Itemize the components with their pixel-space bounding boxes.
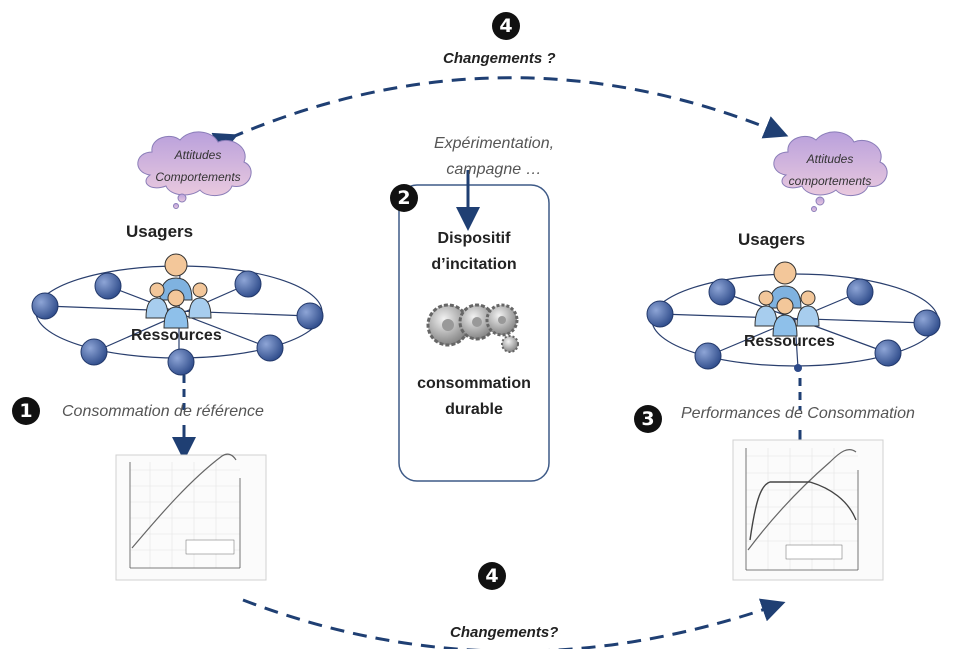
node — [913, 309, 941, 337]
box-line4: durable — [445, 401, 503, 418]
node — [167, 348, 195, 376]
step1-badge: 1 — [12, 397, 40, 425]
bottom-step-badge: 4 — [478, 562, 506, 590]
node — [646, 300, 674, 328]
left-cloud-text: Attitudes Comportements — [148, 144, 248, 188]
node — [708, 278, 736, 306]
left-people-icon — [145, 253, 212, 329]
step3-badge: 3 — [634, 405, 662, 433]
right-cloud-line2: comportements — [788, 174, 872, 188]
left-ressources-label: Ressources — [131, 327, 222, 344]
incentive-title: Dispositif d’incitation — [399, 226, 549, 278]
reference-consumption-label: Consommation de référence — [62, 403, 264, 420]
node — [694, 342, 722, 370]
node — [256, 334, 284, 362]
right-cloud-line1: Attitudes — [806, 152, 854, 166]
experimentation-label: Expérimentation, campagne … — [414, 131, 574, 183]
node — [31, 292, 59, 320]
right-people-icon — [754, 261, 820, 337]
node — [80, 338, 108, 366]
right-usagers-label: Usagers — [738, 230, 806, 249]
experimentation-line2: campagne … — [446, 161, 542, 178]
performance-label: Performances de Consommation — [681, 405, 915, 422]
node — [94, 272, 122, 300]
right-performance-chart — [732, 439, 884, 581]
node — [874, 339, 902, 367]
top-dashed-arrow — [211, 76, 789, 155]
top-changes-label: Changements ? — [443, 50, 556, 67]
experimentation-line1: Expérimentation, — [433, 135, 555, 152]
bottom-dashed-arrow — [242, 598, 786, 653]
right-cloud-text: Attitudes comportements — [780, 148, 880, 192]
left-cloud-line2: Comportements — [155, 170, 241, 184]
box-line3: consommation — [417, 375, 531, 392]
node — [794, 364, 802, 372]
right-thought-cloud — [773, 131, 888, 212]
right-ressources-label: Ressources — [744, 333, 835, 350]
left-thought-cloud — [137, 131, 252, 209]
left-network-nodes — [31, 270, 324, 376]
right-network-nodes — [646, 278, 941, 372]
gears-icon — [426, 303, 519, 353]
sustainable-consumption: consommation durable — [399, 371, 549, 423]
bottom-changes-label: Changements? — [450, 624, 559, 641]
box-line1: Dispositif — [437, 230, 511, 247]
left-cloud-line1: Attitudes — [174, 148, 222, 162]
node — [296, 302, 324, 330]
top-step-badge: 4 — [492, 12, 520, 40]
node — [846, 278, 874, 306]
step2-badge: 2 — [390, 184, 418, 212]
box-line2: d’incitation — [431, 256, 517, 273]
node — [234, 270, 262, 298]
left-reference-chart — [115, 453, 267, 581]
left-usagers-label: Usagers — [126, 222, 194, 241]
